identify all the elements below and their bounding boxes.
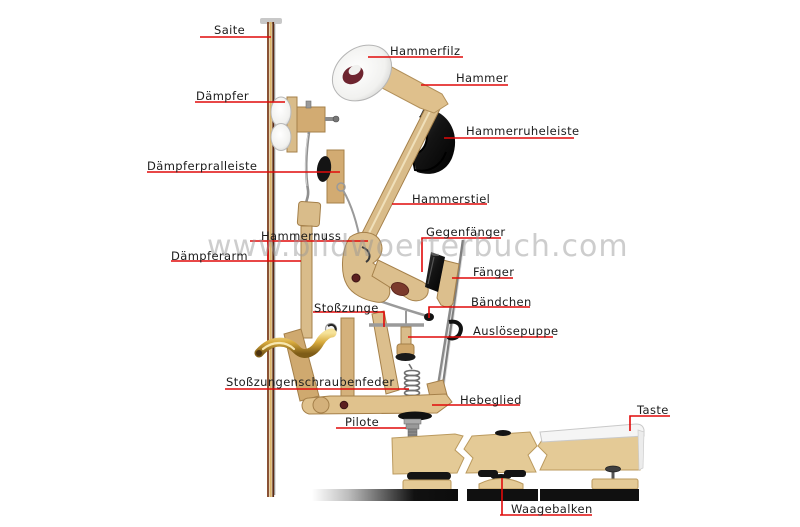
catcher-pad (425, 252, 445, 292)
damper-top-screw (305, 100, 312, 109)
damper-screw-knob (332, 115, 340, 123)
label-daempferarm: Dämpferarm (171, 249, 249, 263)
label-daempferpralleiste: Dämpferpralleiste (147, 159, 258, 173)
label-stosszunge: Stoßzunge (314, 301, 379, 315)
letoff-button (369, 311, 424, 361)
butt-spring-curl (361, 246, 371, 263)
jack (324, 310, 448, 398)
label-taste: Taste (637, 403, 669, 417)
damper-lever-block (296, 200, 322, 228)
label-hammer: Hammer (456, 71, 509, 85)
balance-rail (478, 478, 524, 490)
stop-rail-wood (326, 149, 345, 204)
label-hammernuss: Hammernuss (261, 229, 342, 243)
rails (312, 465, 639, 501)
letoff-dowel (400, 326, 412, 345)
wire-loop (336, 182, 346, 192)
leader-baendchen (428, 306, 530, 318)
damper-arm (300, 225, 313, 339)
label-hebeglied: Hebeglied (460, 393, 522, 407)
whippen-pivot (339, 400, 349, 410)
letoff-felt-ring (395, 353, 416, 361)
butt-pivot (351, 273, 361, 283)
label-baendchen: Bändchen (471, 295, 532, 309)
label-pilote: Pilote (345, 415, 380, 429)
damper-wire (304, 131, 311, 205)
label-gegenfaenger: Gegenfänger (426, 225, 506, 239)
damper-assembly (270, 96, 340, 339)
leader-taste (629, 415, 670, 431)
counter-catcher (371, 259, 429, 302)
pilote-cap (398, 411, 432, 421)
bridle-wire-highlight (442, 240, 465, 399)
watermark-text: www.bildwoerterbuch.com (207, 229, 629, 264)
label-faenger: Fänger (473, 265, 515, 279)
leader-lines (147, 36, 670, 516)
key-middle-segment (463, 431, 538, 474)
damper-stop-rail (316, 149, 362, 246)
hammer-felt-core (342, 64, 364, 85)
key-back-pad (407, 472, 451, 480)
damper-wire-highlight (305, 133, 309, 187)
balance-hole-felt (495, 430, 511, 436)
spring-hook (408, 363, 413, 370)
hammer-head (331, 44, 449, 114)
label-ausloesepuppe: Auslösepuppe (473, 324, 559, 338)
leader-waagebalken (500, 478, 592, 516)
label-hammerstiel: Hammerstiel (412, 192, 491, 206)
keybed-rail-back (312, 489, 458, 501)
catcher (425, 252, 463, 341)
label-daempfer: Dämpfer (196, 89, 250, 103)
key-back-segment (391, 433, 465, 475)
damper-felt-lower (270, 123, 292, 151)
front-rail-block (591, 478, 639, 490)
pilote-collar (403, 418, 422, 425)
label-hammerfilz: Hammerfilz (390, 44, 461, 58)
spoon-tip (256, 350, 262, 356)
string-top-cap (260, 18, 282, 24)
keytop-front-edge (637, 429, 645, 471)
label-saite: Saite (214, 23, 246, 37)
front-rail-pin-cap (605, 465, 621, 473)
stop-rail-pad (316, 156, 332, 182)
leader-stosszunge (313, 311, 385, 327)
keybed-rail-front (540, 489, 639, 501)
leader-gegenfaenger (421, 237, 501, 272)
label-waagebalken: Waagebalken (511, 502, 593, 516)
leader-daempferarm (171, 241, 301, 262)
pilote-capstan (398, 411, 432, 439)
pilote-neck (405, 423, 420, 430)
damper-head-block (296, 106, 326, 133)
damper-spoon (254, 328, 337, 358)
catcher-pad-sheen (427, 256, 435, 285)
spoon-highlight (261, 341, 296, 351)
key-middle-pad-right (504, 470, 526, 477)
shank-highlight (361, 102, 435, 248)
whippen-hinge (312, 396, 330, 414)
damper-screw-shaft (325, 117, 334, 121)
label-stosszungenschraubenfeder: Stoßzungenschraubenfeder (226, 375, 395, 389)
damper-spoon-hook (446, 319, 463, 341)
label-hammerruheleiste: Hammerruheleiste (466, 124, 580, 138)
whippen (301, 393, 453, 415)
counter-catcher-cushion (390, 281, 410, 297)
